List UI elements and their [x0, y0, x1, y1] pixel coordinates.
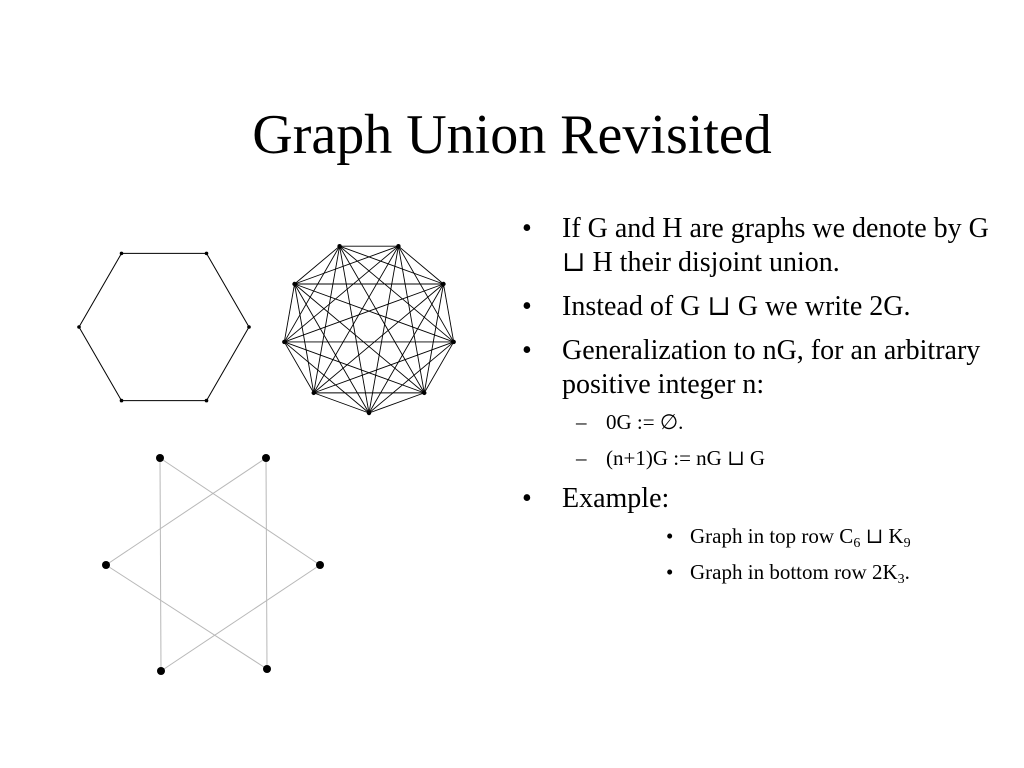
- graph-edge: [398, 245, 444, 285]
- graph-edge: [339, 246, 370, 414]
- graph-vertex: [262, 454, 270, 462]
- example-subscript: 9: [903, 536, 911, 551]
- graph-figures: [77, 243, 456, 675]
- graph-edge: [339, 245, 444, 285]
- graph-edge: [313, 392, 370, 414]
- bullet-item: • If G and H are graphs we denote by G ⊔…: [522, 213, 989, 278]
- graph-vertex: [263, 665, 271, 673]
- bullet-text: Example:: [562, 483, 670, 514]
- graph-vertex: [204, 398, 209, 403]
- graph-2k3: [102, 454, 324, 675]
- graph-vertex: [366, 410, 372, 416]
- example-subscript: 6: [853, 536, 861, 551]
- graph-c6: [77, 251, 251, 403]
- graph-edge: [284, 341, 425, 394]
- graph-edge: [160, 564, 321, 672]
- graph-edge: [294, 283, 315, 393]
- graph-vertex: [247, 325, 251, 329]
- graph-edge: [423, 283, 444, 393]
- graph-edge: [206, 326, 250, 401]
- graph-vertex: [311, 390, 316, 396]
- sub-bullet-item: – 0G := ∅.: [576, 410, 684, 434]
- graph-edge: [398, 245, 455, 343]
- graph-vertex: [102, 561, 110, 569]
- graph-vertex: [451, 339, 456, 345]
- graph-edge: [313, 246, 341, 393]
- graph-vertex: [316, 561, 324, 569]
- graph-edge: [105, 564, 268, 670]
- graph-edge: [284, 283, 444, 343]
- example-text: ⊔ K: [860, 524, 904, 548]
- slide-title: Graph Union Revisited: [252, 104, 772, 166]
- bullet-item: • Generalization to nG, for an arbitrary…: [522, 334, 1012, 472]
- example-list: • Graph in top row C6 ⊔ K9 • Graph in bo…: [562, 522, 1012, 587]
- bullet-item: • Instead of G ⊔ G we write 2G.: [522, 291, 911, 322]
- example-subscript: 3: [897, 572, 905, 587]
- graph-edge: [294, 245, 399, 285]
- graph-edge: [339, 245, 425, 394]
- graph-vertex: [292, 281, 297, 287]
- graph-vertex: [157, 667, 165, 675]
- graph-edge: [105, 457, 267, 566]
- graph-edge: [284, 245, 399, 343]
- graph-edge: [283, 283, 295, 343]
- sub-bullet-list: – 0G := ∅. – (n+1)G := nG ⊔ G: [562, 408, 1012, 472]
- bullet-text: If G and H are graphs we denote by G ⊔ H…: [562, 213, 989, 278]
- graph-edge: [294, 245, 340, 285]
- graph-edge: [283, 341, 315, 394]
- graph-vertex: [119, 398, 124, 403]
- bullet-list: • If G and H are graphs we denote by G ⊔…: [522, 212, 1012, 596]
- graph-vertex: [156, 454, 164, 462]
- bullet-item: • Example: • Graph in top row C6 ⊔ K9 • …: [522, 482, 1012, 587]
- example-text: .: [904, 560, 910, 584]
- example-item: • Graph in top row C6 ⊔ K9: [666, 524, 911, 551]
- graph-edge: [294, 283, 370, 414]
- example-text: Graph in top row C: [690, 524, 854, 548]
- sub-bullet-item: – (n+1)G := nG ⊔ G: [576, 446, 766, 470]
- graph-edge: [78, 326, 122, 401]
- graph-edge: [368, 246, 399, 414]
- graph-vertex: [77, 325, 81, 329]
- graph-edge: [78, 253, 122, 328]
- graph-edge: [206, 253, 250, 328]
- graph-edge: [283, 245, 340, 343]
- graph-edge: [294, 283, 454, 343]
- graph-edge: [397, 246, 425, 393]
- graph-edge: [368, 392, 425, 414]
- graph-edge: [368, 341, 454, 414]
- graph-edge: [313, 283, 444, 394]
- graph-edge: [294, 283, 425, 394]
- graph-k9: [282, 243, 456, 416]
- graph-edge: [284, 341, 370, 414]
- graph-edge: [313, 341, 454, 394]
- sub-bullet-text: (n+1)G := nG ⊔ G: [606, 446, 766, 470]
- bullet-text: Generalization to nG, for an arbitrary p…: [562, 335, 981, 400]
- graph-edge: [265, 457, 268, 670]
- sub-bullet-text: 0G := ∅.: [606, 410, 684, 434]
- graph-edge: [443, 283, 455, 343]
- graph-edge: [313, 245, 399, 394]
- graph-vertex: [441, 281, 446, 287]
- graph-edge: [339, 245, 454, 343]
- graph-vertex: [119, 251, 124, 256]
- graph-edge: [159, 457, 162, 672]
- example-item: • Graph in bottom row 2K3.: [666, 560, 910, 587]
- graph-vertex: [422, 390, 427, 396]
- graph-edge: [368, 283, 444, 414]
- graph-vertex: [396, 243, 401, 249]
- example-text: Graph in bottom row 2K: [690, 560, 898, 584]
- bullet-text: Instead of G ⊔ G we write 2G.: [562, 291, 911, 322]
- graph-vertex: [282, 339, 287, 345]
- graph-edge: [423, 341, 455, 394]
- graph-vertex: [337, 243, 342, 249]
- graph-vertex: [204, 251, 209, 256]
- graph-edge: [159, 457, 321, 566]
